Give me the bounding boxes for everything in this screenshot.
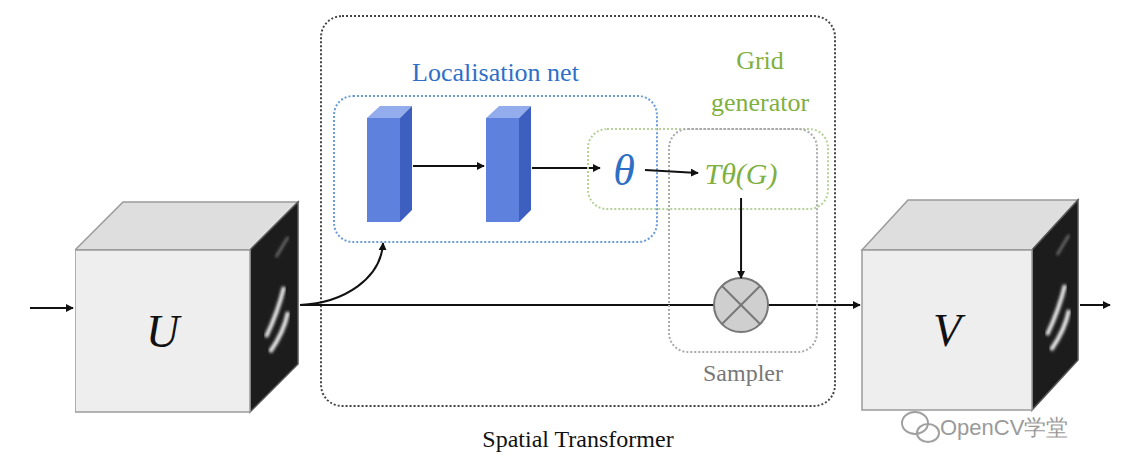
tensor-letter: U bbox=[75, 250, 250, 412]
flow-arrow bbox=[645, 170, 698, 173]
flow-arrow bbox=[740, 198, 742, 278]
layer-arrow bbox=[413, 165, 484, 167]
wechat-icon bbox=[902, 412, 939, 442]
cube-outline bbox=[75, 200, 300, 415]
cube-outline bbox=[860, 196, 1082, 414]
parameter-symbol: θ bbox=[603, 142, 645, 198]
conv-layer-bar bbox=[486, 106, 531, 222]
grid-generator-box: Grid generatorTθ(G) bbox=[587, 128, 829, 210]
sampler-wire bbox=[768, 304, 818, 306]
input-feature-map: U bbox=[75, 200, 300, 415]
conv-layer-bar bbox=[367, 106, 412, 222]
group-heading: Localisation net bbox=[335, 55, 656, 91]
tensor-letter: V bbox=[862, 250, 1032, 410]
sampler-wire bbox=[668, 304, 714, 306]
flow-arrow bbox=[300, 243, 383, 305]
module-title: Spatial Transformer bbox=[322, 419, 834, 459]
flow-arrow bbox=[818, 304, 860, 306]
function-symbol: Tθ(G) bbox=[698, 148, 784, 198]
module-boundary: Spatial TransformerLocalisation netθGrid… bbox=[320, 15, 836, 407]
input-arrow bbox=[30, 307, 73, 309]
multiply-symbol bbox=[714, 278, 768, 332]
flow-arrow bbox=[300, 304, 668, 306]
output-feature-map: V bbox=[860, 196, 1082, 414]
transform-function: Tθ(G) bbox=[698, 148, 784, 198]
watermark: OpenCV学堂 bbox=[940, 412, 1110, 444]
group-heading: Sampler bbox=[670, 358, 816, 388]
localisation-net-box: Localisation netθ bbox=[333, 95, 658, 243]
sampler-box: Sampler bbox=[668, 128, 818, 353]
theta-parameter: θ bbox=[603, 142, 645, 198]
layer-arrow bbox=[532, 167, 600, 169]
group-heading: Grid generator bbox=[685, 40, 835, 124]
output-arrow bbox=[1080, 304, 1110, 306]
